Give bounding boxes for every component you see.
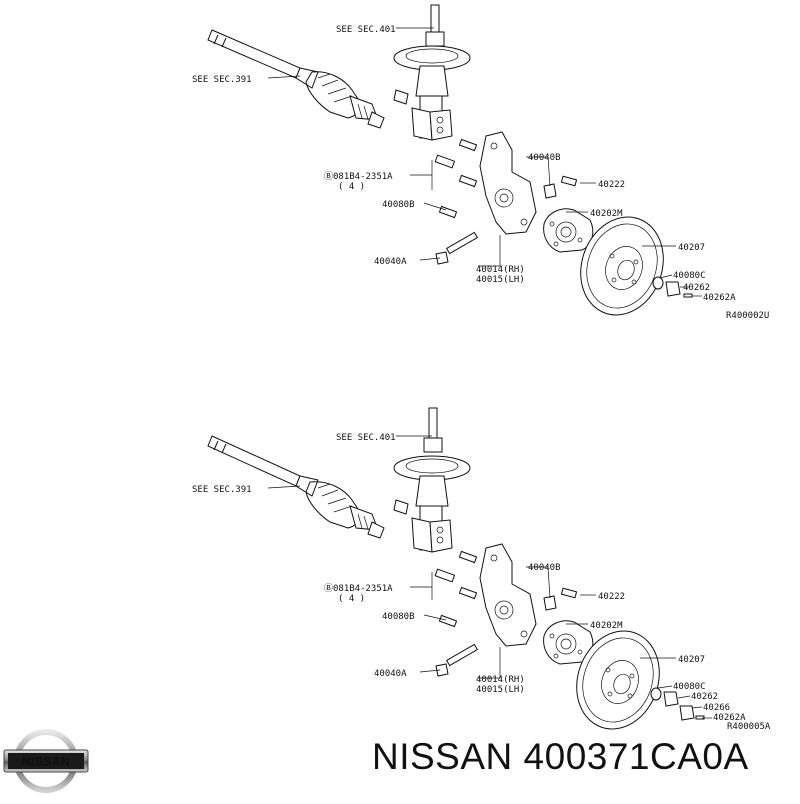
label-40080B: 40080B (382, 612, 415, 622)
label-40040A: 40040A (374, 257, 407, 267)
label-40080B: 40080B (382, 200, 415, 210)
label-bolt-code: Ⓑ081B4-2351A (324, 583, 393, 594)
label-40262A: 40262A (713, 713, 746, 723)
steering-knuckle (479, 131, 537, 235)
label-40222: 40222 (598, 180, 625, 190)
label-40014: 40014(RH) (476, 675, 525, 685)
label-40080C: 40080C (673, 682, 706, 692)
steering-knuckle (479, 543, 537, 647)
label-40015: 40015(LH) (476, 685, 525, 695)
label-40266: 40266 (703, 703, 730, 713)
label-40015: 40015(LH) (476, 275, 525, 285)
label-40262: 40262 (683, 283, 710, 293)
label-bolt-code: Ⓑ081B4-2351A (324, 171, 393, 182)
label-40040A: 40040A (374, 669, 407, 679)
hub-nut-washer (652, 276, 693, 298)
label-40014: 40014(RH) (476, 265, 525, 275)
strut-assembly (393, 4, 471, 141)
leader-lines (267, 435, 712, 719)
bolts-knuckle (434, 550, 578, 677)
diagram-front-suspension-1: SEE SEC.401 SEE SEC.391 Ⓑ081B4-2351A ( 4… (192, 4, 769, 321)
nissan-logo-icon: NISSAN (3, 729, 89, 793)
label-40207: 40207 (678, 655, 705, 665)
label-40222: 40222 (598, 592, 625, 602)
label-bolt-qty: ( 4 ) (338, 594, 365, 604)
label-see-sec-391: SEE SEC.391 (192, 75, 252, 85)
label-see-sec-401: SEE SEC.401 (336, 25, 396, 35)
leader-lines (267, 27, 702, 297)
label-40262: 40262 (691, 692, 718, 702)
label-40207: 40207 (678, 243, 705, 253)
label-ref-code: R400005A (727, 722, 771, 732)
strut-assembly (393, 407, 471, 553)
label-40040B: 40040B (528, 563, 561, 573)
label-ref-code: R400002U (726, 311, 769, 321)
wheel-hub (543, 208, 594, 253)
label-40080C: 40080C (673, 271, 706, 281)
label-40202M: 40202M (590, 209, 623, 219)
label-see-sec-401: SEE SEC.401 (336, 433, 396, 443)
label-40202M: 40202M (590, 621, 623, 631)
label-see-sec-391: SEE SEC.391 (192, 485, 252, 495)
drive-shaft (207, 435, 385, 539)
hub-nut-washer (650, 687, 705, 721)
drive-shaft (207, 29, 385, 129)
logo-text: NISSAN (22, 755, 70, 769)
label-bolt-qty: ( 4 ) (338, 182, 365, 192)
diagram-front-suspension-2: SEE SEC.401 SEE SEC.391 Ⓑ081B4-2351A ( 4… (192, 407, 771, 732)
label-40040B: 40040B (528, 153, 561, 163)
label-40262A: 40262A (703, 293, 736, 303)
part-number-caption: NISSAN 400371CA0A (372, 736, 749, 777)
